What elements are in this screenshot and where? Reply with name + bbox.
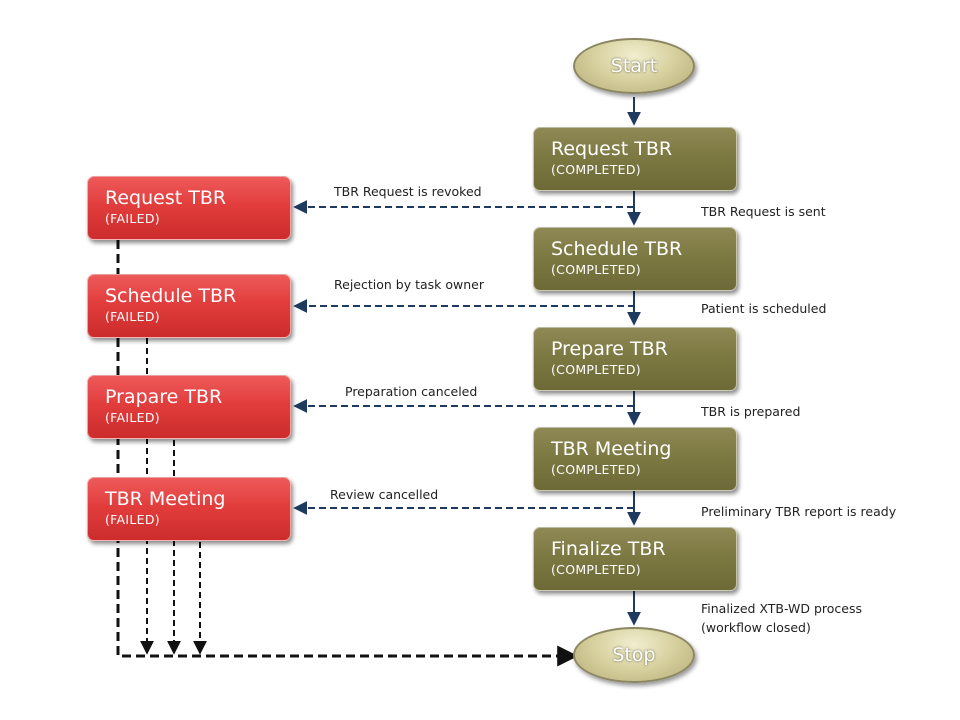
failure-label-preparation-canceled: Preparation canceled <box>345 384 478 399</box>
step-title: Finalize TBR <box>551 538 666 560</box>
step-schedule-failed: Schedule TBR (FAILED) <box>87 274 291 338</box>
step-status: (COMPLETED) <box>551 262 641 277</box>
step-prepare-completed: Prepare TBR (COMPLETED) <box>533 327 737 391</box>
step-title: Schedule TBR <box>105 285 237 307</box>
transition-label-process-finalized: Finalized XTB-WD process <box>701 601 862 616</box>
transition-label-request-sent: TBR Request is sent <box>701 204 826 219</box>
step-status: (FAILED) <box>105 211 160 226</box>
step-status: (FAILED) <box>105 410 160 425</box>
failure-label-rejection: Rejection by task owner <box>334 277 484 292</box>
failure-arrow-schedule <box>293 294 635 313</box>
transition-label-tbr-prepared: TBR is prepared <box>701 404 801 419</box>
step-meeting-failed: TBR Meeting (FAILED) <box>87 477 291 541</box>
step-title: Request TBR <box>105 187 227 209</box>
failed-request-to-stop <box>116 240 579 667</box>
step-prepare-failed: Prapare TBR (FAILED) <box>87 375 291 439</box>
step-title: Prepare TBR <box>551 338 668 360</box>
start-terminal: Start <box>573 38 695 94</box>
step-status: (COMPLETED) <box>551 462 641 477</box>
step-finalize-completed: Finalize TBR (COMPLETED) <box>533 527 737 591</box>
step-status: (COMPLETED) <box>551 162 641 177</box>
step-status: (COMPLETED) <box>551 362 641 377</box>
failure-arrow-request <box>293 196 635 214</box>
step-title: TBR Meeting <box>551 438 672 460</box>
step-status: (COMPLETED) <box>551 562 641 577</box>
failure-label-review-cancelled: Review cancelled <box>330 487 439 502</box>
step-title: Request TBR <box>551 138 673 160</box>
step-status: (FAILED) <box>105 309 160 324</box>
stop-terminal: Stop <box>573 627 695 683</box>
step-title: TBR Meeting <box>105 488 226 510</box>
transition-label-workflow-closed: (workflow closed) <box>701 620 811 635</box>
step-meeting-completed: TBR Meeting (COMPLETED) <box>533 427 737 491</box>
step-title: Schedule TBR <box>551 238 683 260</box>
transition-label-report-ready: Preliminary TBR report is ready <box>701 504 897 519</box>
step-schedule-completed: Schedule TBR (COMPLETED) <box>533 227 737 291</box>
step-request-completed: Request TBR (COMPLETED) <box>533 127 737 191</box>
step-title: Prapare TBR <box>105 386 223 408</box>
transition-label-patient-scheduled: Patient is scheduled <box>701 301 827 316</box>
step-status: (FAILED) <box>105 512 160 527</box>
step-request-failed: Request TBR (FAILED) <box>87 176 291 240</box>
failure-label-request-revoked: TBR Request is revoked <box>334 184 482 199</box>
